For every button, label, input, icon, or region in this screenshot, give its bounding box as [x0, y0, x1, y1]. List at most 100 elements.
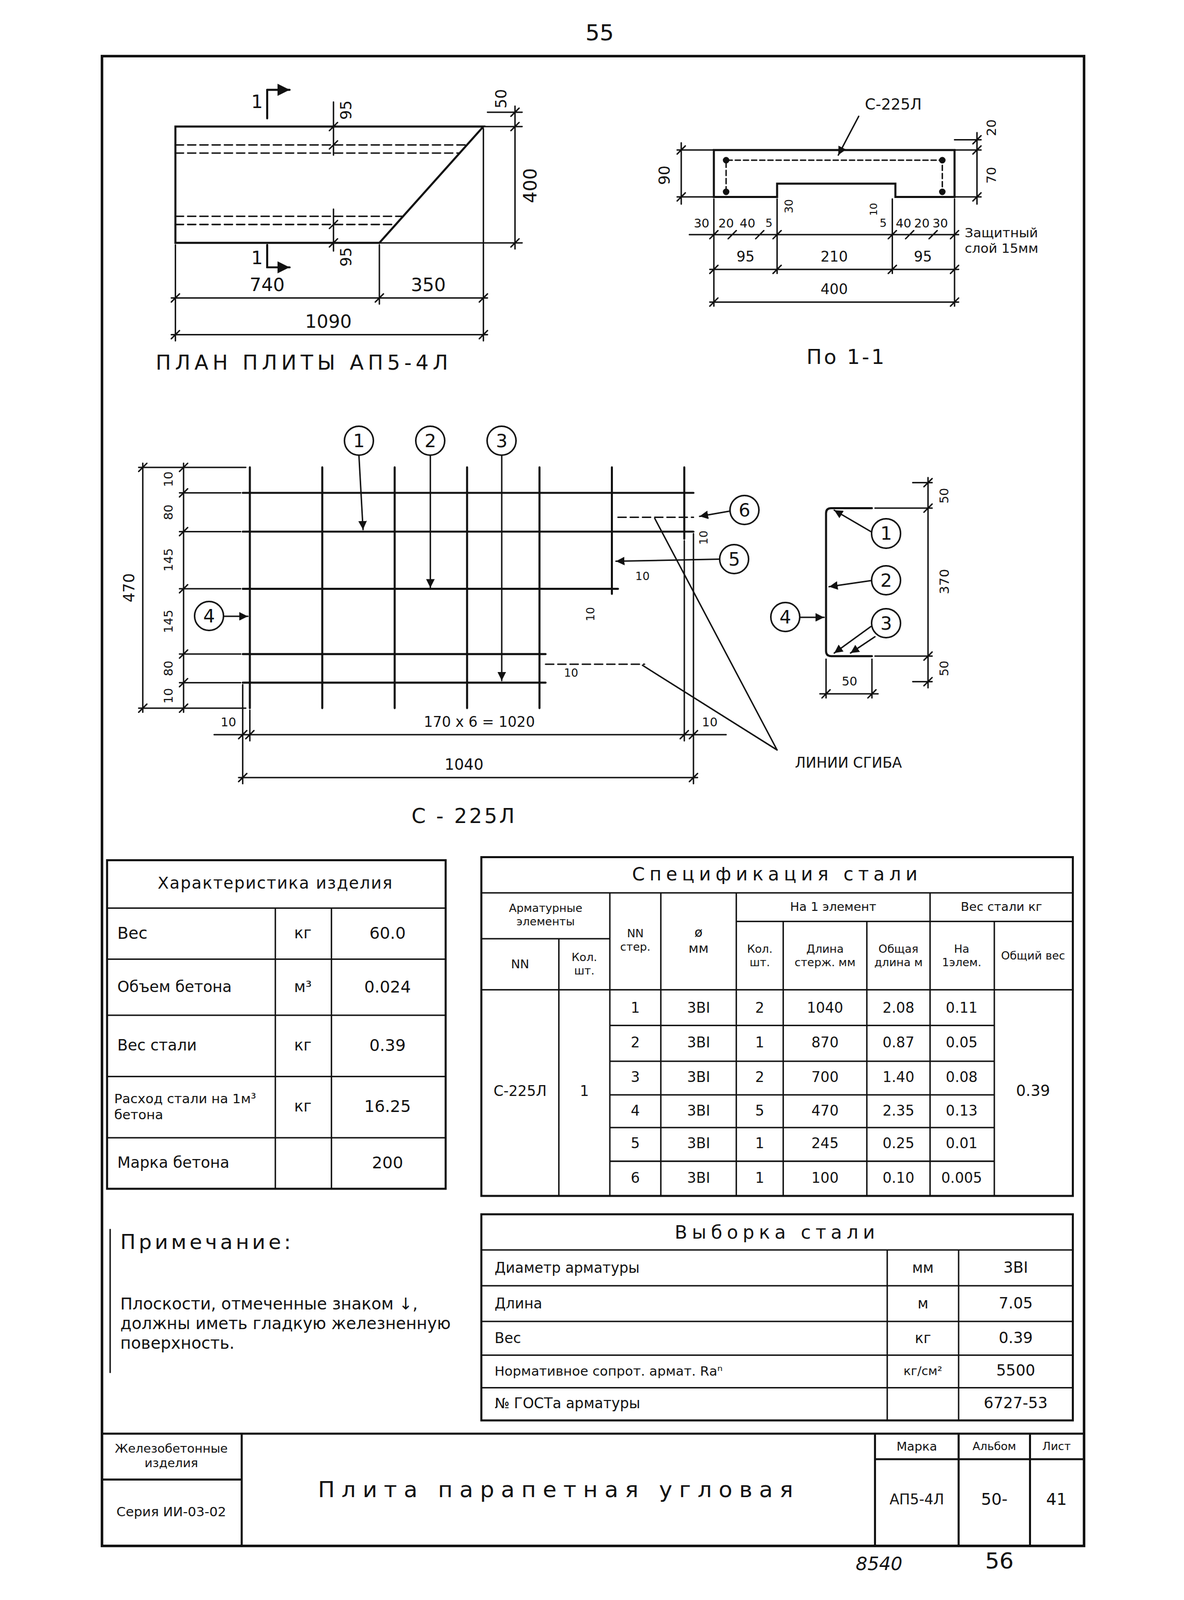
dimension-text: 20 — [914, 216, 930, 231]
dimension-line — [954, 132, 981, 205]
callout-circle: 3 — [486, 425, 517, 456]
table-cell: № ГОСТа арматуры — [494, 1394, 641, 1412]
table-grid — [106, 908, 446, 1189]
dimension-text: 80 — [160, 659, 176, 676]
leader-line — [642, 518, 777, 750]
dimension-text: 10 — [563, 666, 579, 680]
table-cell: 0.87 — [882, 1033, 915, 1051]
dimension-text: 10 — [160, 471, 176, 487]
title-block-grid — [101, 1433, 1084, 1546]
cover-note: Защитный слой 15мм — [964, 224, 1057, 257]
dimension-line — [329, 101, 338, 251]
title-block-cell: Лист — [1042, 1439, 1071, 1453]
table-cell: 470 — [811, 1101, 839, 1119]
dimension-text: 20 — [983, 118, 1000, 136]
table-cell: Вес стали кг — [960, 899, 1042, 914]
table-cell: Общая длина м — [869, 942, 928, 970]
table-cell: Вес — [494, 1329, 521, 1347]
table-frame — [481, 856, 1073, 1196]
dimension-text: 145 — [160, 548, 176, 572]
callout-number: 6 — [738, 500, 751, 520]
dimension-tick — [138, 463, 188, 713]
callout-circle: 1 — [343, 425, 375, 456]
table-cell: 0.05 — [945, 1033, 978, 1051]
bar-section — [723, 189, 729, 195]
table-frame — [481, 1213, 1073, 1421]
dimension-text: 400 — [820, 281, 849, 299]
section-mark: 1 — [251, 90, 264, 114]
table-cell: 0.11 — [945, 998, 978, 1017]
table-cell: 2.35 — [882, 1101, 915, 1119]
table-cell: кг/см² — [903, 1363, 943, 1378]
callout-circle: 4 — [193, 600, 225, 632]
table-cell: 3ВI — [1003, 1258, 1028, 1278]
table-cell: Объем бетона — [117, 977, 233, 997]
title-block-cell: Железобетонные изделия — [105, 1440, 237, 1470]
table-cell: Арматурные элементы — [485, 901, 606, 929]
table-cell: Кол. шт. — [739, 942, 781, 970]
sheet-number: 56 — [985, 1546, 1014, 1574]
dimension-text: 10 — [635, 569, 650, 583]
dimension-text: 40 — [895, 216, 912, 231]
dimension-text: 1090 — [304, 310, 352, 333]
dimension-text: 10 — [701, 714, 718, 730]
view-title: С - 225Л — [411, 803, 517, 828]
table-cell: 1.40 — [882, 1068, 915, 1086]
dimension-line — [689, 230, 959, 239]
table-cell: 5 — [755, 1101, 765, 1119]
dimension-line — [709, 265, 959, 306]
dimension-line — [213, 533, 727, 784]
dimension-text: 20 — [718, 216, 734, 231]
table-cell: NN — [511, 956, 530, 972]
dimension-text: 40 — [739, 216, 756, 231]
section-arrow — [267, 88, 290, 91]
dimension-text: 1040 — [444, 755, 484, 775]
table-cell: 0.39 — [1016, 1082, 1051, 1101]
table-grid — [481, 892, 1073, 1196]
dimension-line — [171, 128, 488, 342]
dimension-text: 210 — [820, 248, 849, 266]
leader-line — [834, 626, 871, 653]
table-cell: Общий вес — [997, 948, 1069, 963]
table-cell: 1 — [755, 1169, 765, 1187]
dimension-text: 50 — [841, 673, 858, 689]
extension-line — [138, 463, 246, 713]
dimension-text: 350 — [410, 273, 447, 296]
callout-number: 3 — [496, 431, 509, 451]
table-cell: С-225Л — [493, 1082, 547, 1100]
table-cell: м — [917, 1294, 929, 1312]
section-mark: 1 — [251, 247, 264, 270]
bend-line — [545, 517, 694, 665]
dimension-text: 5 — [879, 216, 887, 230]
leader-line — [224, 615, 248, 618]
dimension-text: 90 — [655, 165, 675, 186]
leader-line — [359, 455, 364, 530]
dimension-text: 5 — [765, 216, 773, 230]
callout-number: 2 — [424, 431, 437, 451]
table-cell: 7.05 — [998, 1294, 1033, 1313]
callout-number: 1 — [352, 431, 365, 451]
table-cell: кг — [914, 1329, 931, 1347]
table-cell: Длина — [494, 1294, 543, 1312]
callout-number: 4 — [203, 606, 215, 626]
table-cell: 1040 — [806, 998, 843, 1017]
table-cell: 0.25 — [882, 1134, 915, 1152]
dimension-text: 10 — [160, 687, 176, 704]
leader-line — [616, 559, 719, 562]
table-cell: 2.08 — [882, 998, 915, 1017]
bar-section — [939, 157, 945, 163]
callout-circle: 6 — [729, 494, 760, 526]
dimension-text: 370 — [936, 568, 953, 594]
dimension-text: 10 — [583, 606, 598, 622]
dimension-text: 95 — [913, 248, 932, 266]
table-cell: 3ВI — [686, 1134, 711, 1152]
leader-line — [699, 511, 730, 517]
section-mark-line — [266, 89, 269, 268]
table-cell: 0.39 — [998, 1328, 1033, 1348]
table-cell: 60.0 — [369, 923, 406, 944]
callout-circle: 5 — [718, 543, 750, 575]
sheet-border — [101, 56, 1084, 1546]
dimension-text: 145 — [160, 609, 176, 633]
table-cell: 1 — [579, 1082, 590, 1100]
